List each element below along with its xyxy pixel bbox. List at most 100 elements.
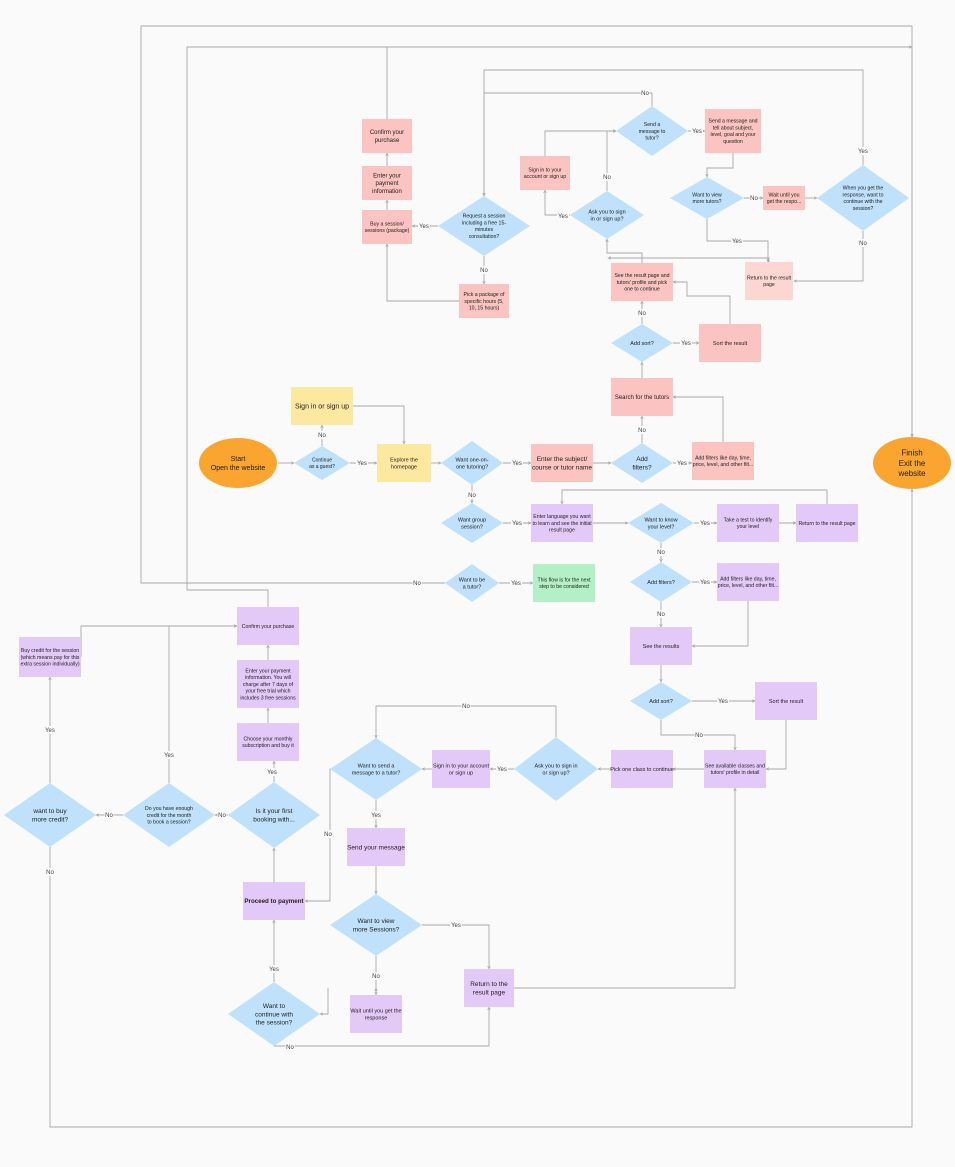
node-buy-sessions[interactable]: Buy a session/sessions (package) bbox=[362, 210, 412, 244]
edge-label-bg bbox=[717, 697, 729, 705]
decision-shape bbox=[445, 564, 499, 602]
node-label: Add filters? bbox=[647, 580, 675, 586]
node-search-tutors[interactable]: Search for the tutors bbox=[611, 378, 673, 416]
edge-label-bg bbox=[496, 765, 508, 773]
node-label-line: Finish bbox=[901, 448, 922, 457]
edge-label-bg bbox=[317, 431, 327, 439]
node-label-line: Sort the result bbox=[769, 699, 804, 705]
node-sign-in-up-top[interactable]: Sign in or sign up bbox=[291, 387, 353, 425]
edge-label-no: No bbox=[695, 733, 703, 739]
node-shape bbox=[692, 442, 754, 480]
node-see-results-mid[interactable]: See the results bbox=[630, 627, 692, 665]
node-add-sort-mid[interactable]: Add sort? bbox=[630, 682, 692, 720]
node-return-result-mid[interactable]: Return to the result page bbox=[796, 504, 858, 542]
node-label-line: or sign up? bbox=[542, 771, 569, 777]
node-label-line: Open the website bbox=[211, 465, 266, 472]
edge-label-bg bbox=[676, 459, 688, 467]
node-add-filters-box-mid[interactable]: Add filters like day, time,price, level,… bbox=[717, 563, 779, 601]
node-label-line: response bbox=[365, 1016, 388, 1022]
node-shape bbox=[237, 607, 299, 645]
node-add-filters-box-top[interactable]: Add filters like day, time,price, level,… bbox=[692, 442, 754, 480]
edge-label-bg bbox=[731, 237, 743, 245]
node-buy-credit-box[interactable]: Buy credit for the session(which means p… bbox=[19, 637, 81, 677]
node-add-filters-mid[interactable]: Add filters? bbox=[630, 562, 692, 602]
node-label-line: credit for the month bbox=[147, 813, 192, 819]
node-sort-result-mid[interactable]: Sort the result bbox=[755, 682, 817, 720]
node-sort-result-top[interactable]: Sort the result bbox=[699, 324, 761, 362]
node-proceed-payment[interactable]: Proceed to payment bbox=[243, 882, 305, 920]
edge-label-bg bbox=[857, 147, 869, 155]
node-shape bbox=[611, 750, 673, 788]
node-add-sort-top[interactable]: Add sort? bbox=[611, 324, 673, 362]
node-label-line: Sign in or sign up bbox=[295, 403, 349, 410]
node-want-one-on-one[interactable]: Want one-on-one tutoring? bbox=[441, 441, 503, 485]
edge-label-no: No bbox=[859, 241, 867, 247]
edge-3 bbox=[353, 405, 404, 444]
node-confirm-purchase-bottom[interactable]: Confirm your purchase bbox=[237, 607, 299, 645]
edge-label-no: No bbox=[638, 311, 646, 317]
node-shape bbox=[464, 969, 514, 1007]
terminal-shape bbox=[199, 438, 277, 488]
node-shape bbox=[611, 378, 673, 416]
node-enter-subject[interactable]: Enter the subject/course or tutor name bbox=[531, 444, 593, 482]
node-shape bbox=[237, 660, 299, 708]
edge-label-bg bbox=[285, 1043, 295, 1051]
node-label: Buy credit for the session(which means p… bbox=[20, 648, 79, 668]
node-shape bbox=[459, 284, 509, 318]
node-label-line: sessions (package) bbox=[365, 228, 410, 234]
node-label-line: Confirm your bbox=[370, 130, 404, 136]
node-label-line: (which means pay for this bbox=[21, 655, 80, 661]
node-label-line: session? bbox=[461, 525, 483, 531]
node-label-line: message to a tutor? bbox=[352, 771, 401, 777]
node-shape bbox=[432, 750, 490, 788]
edge-57 bbox=[320, 988, 329, 1014]
node-label-line: your free trial which bbox=[246, 689, 291, 695]
node-pick-class[interactable]: Pick one class to continue bbox=[610, 750, 674, 788]
node-shape bbox=[745, 262, 793, 300]
node-label-line: Enter the subject/ bbox=[537, 456, 588, 463]
node-label-line: tutors' profile and pick bbox=[617, 280, 668, 286]
node-label-line: Want to view bbox=[358, 918, 395, 925]
node-send-your-message[interactable]: Send your message bbox=[347, 828, 405, 866]
